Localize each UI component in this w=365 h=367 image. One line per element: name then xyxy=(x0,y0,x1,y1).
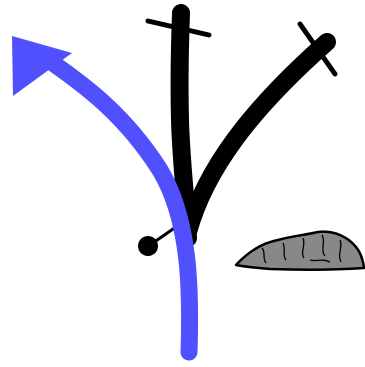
right-branch-road-icon xyxy=(188,24,335,232)
rock-icon xyxy=(236,232,364,270)
route-arrow-icon xyxy=(12,36,190,352)
